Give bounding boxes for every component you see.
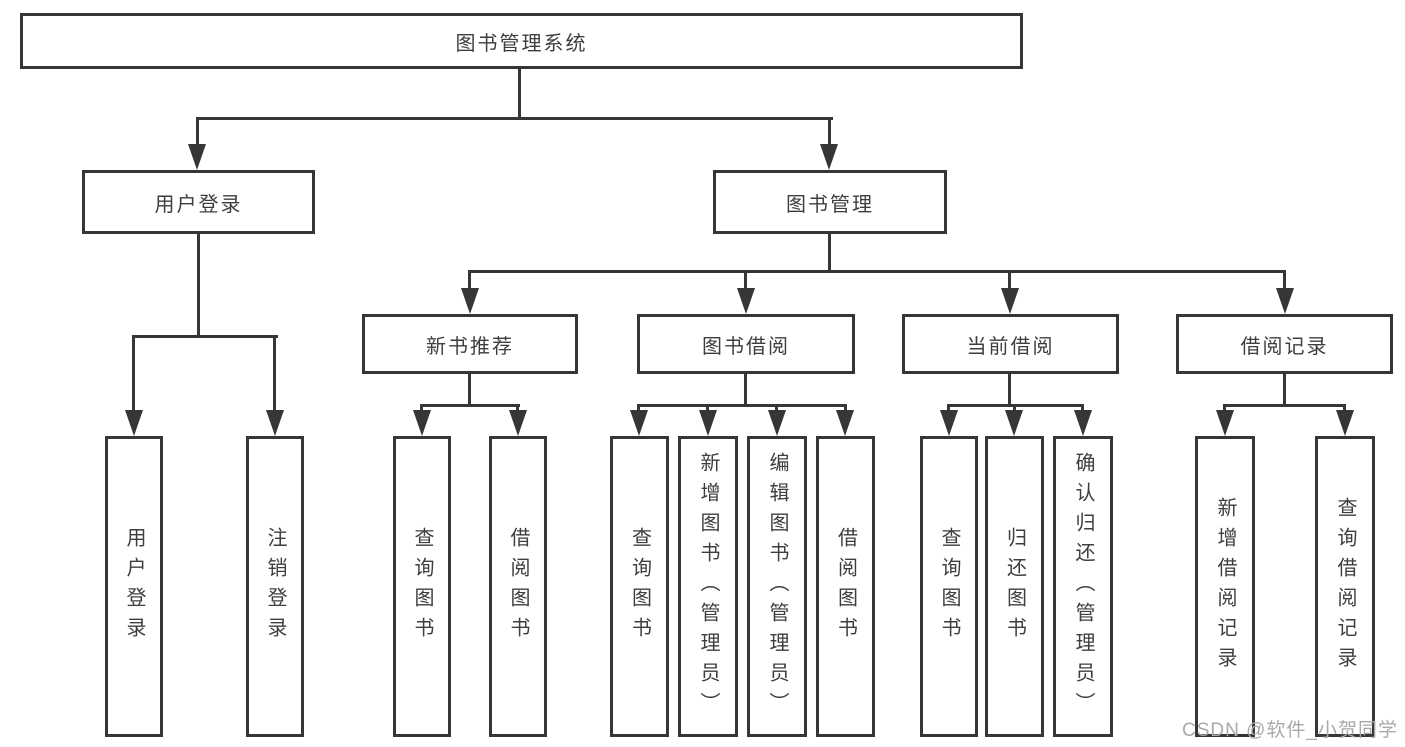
arrowhead-down-icon bbox=[737, 288, 755, 314]
connector-line bbox=[518, 66, 521, 120]
connector-line bbox=[637, 404, 847, 407]
connector-line bbox=[1008, 270, 1011, 290]
arrowhead-down-icon bbox=[266, 410, 284, 436]
connector-line bbox=[637, 404, 640, 412]
connector-line bbox=[947, 404, 950, 412]
leaf-label: 借阅图书 bbox=[507, 526, 529, 647]
arrowhead-down-icon bbox=[820, 144, 838, 170]
connector-line bbox=[1081, 404, 1084, 412]
node-book-borrowing: 图书借阅 bbox=[637, 314, 855, 374]
leaf-return-books: 归还图书 bbox=[985, 436, 1044, 737]
connector-line bbox=[468, 270, 471, 290]
connector-line bbox=[468, 270, 1286, 273]
arrowhead-down-icon bbox=[1336, 410, 1354, 436]
connector-line bbox=[1343, 404, 1346, 412]
connector-line bbox=[420, 404, 520, 407]
leaf-add-books-admin: 新增图书（管理员） bbox=[678, 436, 738, 737]
connector-line bbox=[1223, 404, 1346, 407]
arrowhead-down-icon bbox=[509, 410, 527, 436]
connector-line bbox=[1283, 372, 1286, 406]
leaf-query-borrow-record: 查询借阅记录 bbox=[1315, 436, 1375, 737]
leaf-edit-books-admin: 编辑图书（管理员） bbox=[747, 436, 807, 737]
connector-line bbox=[197, 232, 200, 338]
connector-line bbox=[706, 404, 709, 412]
leaf-borrow-books: 借阅图书 bbox=[816, 436, 875, 737]
connector-line bbox=[775, 404, 778, 412]
connector-line bbox=[516, 404, 519, 412]
node-user-login: 用户登录 bbox=[82, 170, 315, 234]
leaf-label: 新增借阅记录 bbox=[1214, 496, 1236, 677]
node-borrowing-records: 借阅记录 bbox=[1176, 314, 1393, 374]
connector-line bbox=[132, 335, 278, 338]
node-new-book-recommend: 新书推荐 bbox=[362, 314, 578, 374]
connector-line bbox=[744, 372, 747, 406]
leaf-label: 查询图书 bbox=[411, 526, 433, 647]
leaf-label: 借阅图书 bbox=[834, 526, 857, 647]
connector-line bbox=[132, 335, 135, 412]
connector-line bbox=[828, 232, 831, 272]
leaf-query-books-current: 查询图书 bbox=[920, 436, 978, 737]
arrowhead-down-icon bbox=[1216, 410, 1234, 436]
leaf-query-books-borrow: 查询图书 bbox=[610, 436, 669, 737]
leaf-label: 归还图书 bbox=[1003, 526, 1026, 647]
leaf-add-borrow-record: 新增借阅记录 bbox=[1195, 436, 1255, 737]
connector-line bbox=[468, 372, 471, 406]
arrowhead-down-icon bbox=[940, 410, 958, 436]
node-current-borrowing: 当前借阅 bbox=[902, 314, 1119, 374]
arrowhead-down-icon bbox=[699, 410, 717, 436]
connector-line bbox=[1283, 270, 1286, 290]
leaf-label: 确认归还（管理员） bbox=[1072, 451, 1094, 722]
arrowhead-down-icon bbox=[413, 410, 431, 436]
leaf-label: 注销登录 bbox=[264, 526, 286, 647]
connector-line bbox=[273, 335, 276, 412]
arrowhead-down-icon bbox=[125, 410, 143, 436]
node-library-management-system: 图书管理系统 bbox=[20, 13, 1023, 69]
leaf-label: 查询图书 bbox=[938, 526, 960, 647]
arrowhead-down-icon bbox=[188, 144, 206, 170]
leaf-label: 编辑图书（管理员） bbox=[766, 451, 788, 722]
node-book-management: 图书管理 bbox=[713, 170, 947, 234]
leaf-label: 查询借阅记录 bbox=[1334, 496, 1356, 677]
connector-line bbox=[1013, 404, 1016, 412]
connector-line bbox=[196, 117, 199, 146]
leaf-query-books-recommend: 查询图书 bbox=[393, 436, 451, 737]
leaf-confirm-return-admin: 确认归还（管理员） bbox=[1053, 436, 1113, 737]
arrowhead-down-icon bbox=[461, 288, 479, 314]
arrowhead-down-icon bbox=[1276, 288, 1294, 314]
connector-line bbox=[744, 270, 747, 290]
csdn-watermark: CSDN @软件_小贺同学 bbox=[1182, 720, 1398, 741]
arrowhead-down-icon bbox=[768, 410, 786, 436]
leaf-label: 新增图书（管理员） bbox=[697, 451, 719, 722]
leaf-logout: 注销登录 bbox=[246, 436, 304, 737]
leaf-borrow-books-recommend: 借阅图书 bbox=[489, 436, 547, 737]
arrowhead-down-icon bbox=[630, 410, 648, 436]
arrowhead-down-icon bbox=[1074, 410, 1092, 436]
connector-line bbox=[828, 117, 831, 146]
leaf-label: 用户登录 bbox=[123, 526, 145, 647]
connector-line bbox=[196, 117, 833, 120]
connector-line bbox=[844, 404, 847, 412]
leaf-label: 查询图书 bbox=[628, 526, 651, 647]
arrowhead-down-icon bbox=[836, 410, 854, 436]
connector-line bbox=[1008, 372, 1011, 406]
arrowhead-down-icon bbox=[1005, 410, 1023, 436]
connector-line bbox=[1223, 404, 1226, 412]
leaf-user-login: 用户登录 bbox=[105, 436, 163, 737]
connector-line bbox=[420, 404, 423, 412]
arrowhead-down-icon bbox=[1001, 288, 1019, 314]
